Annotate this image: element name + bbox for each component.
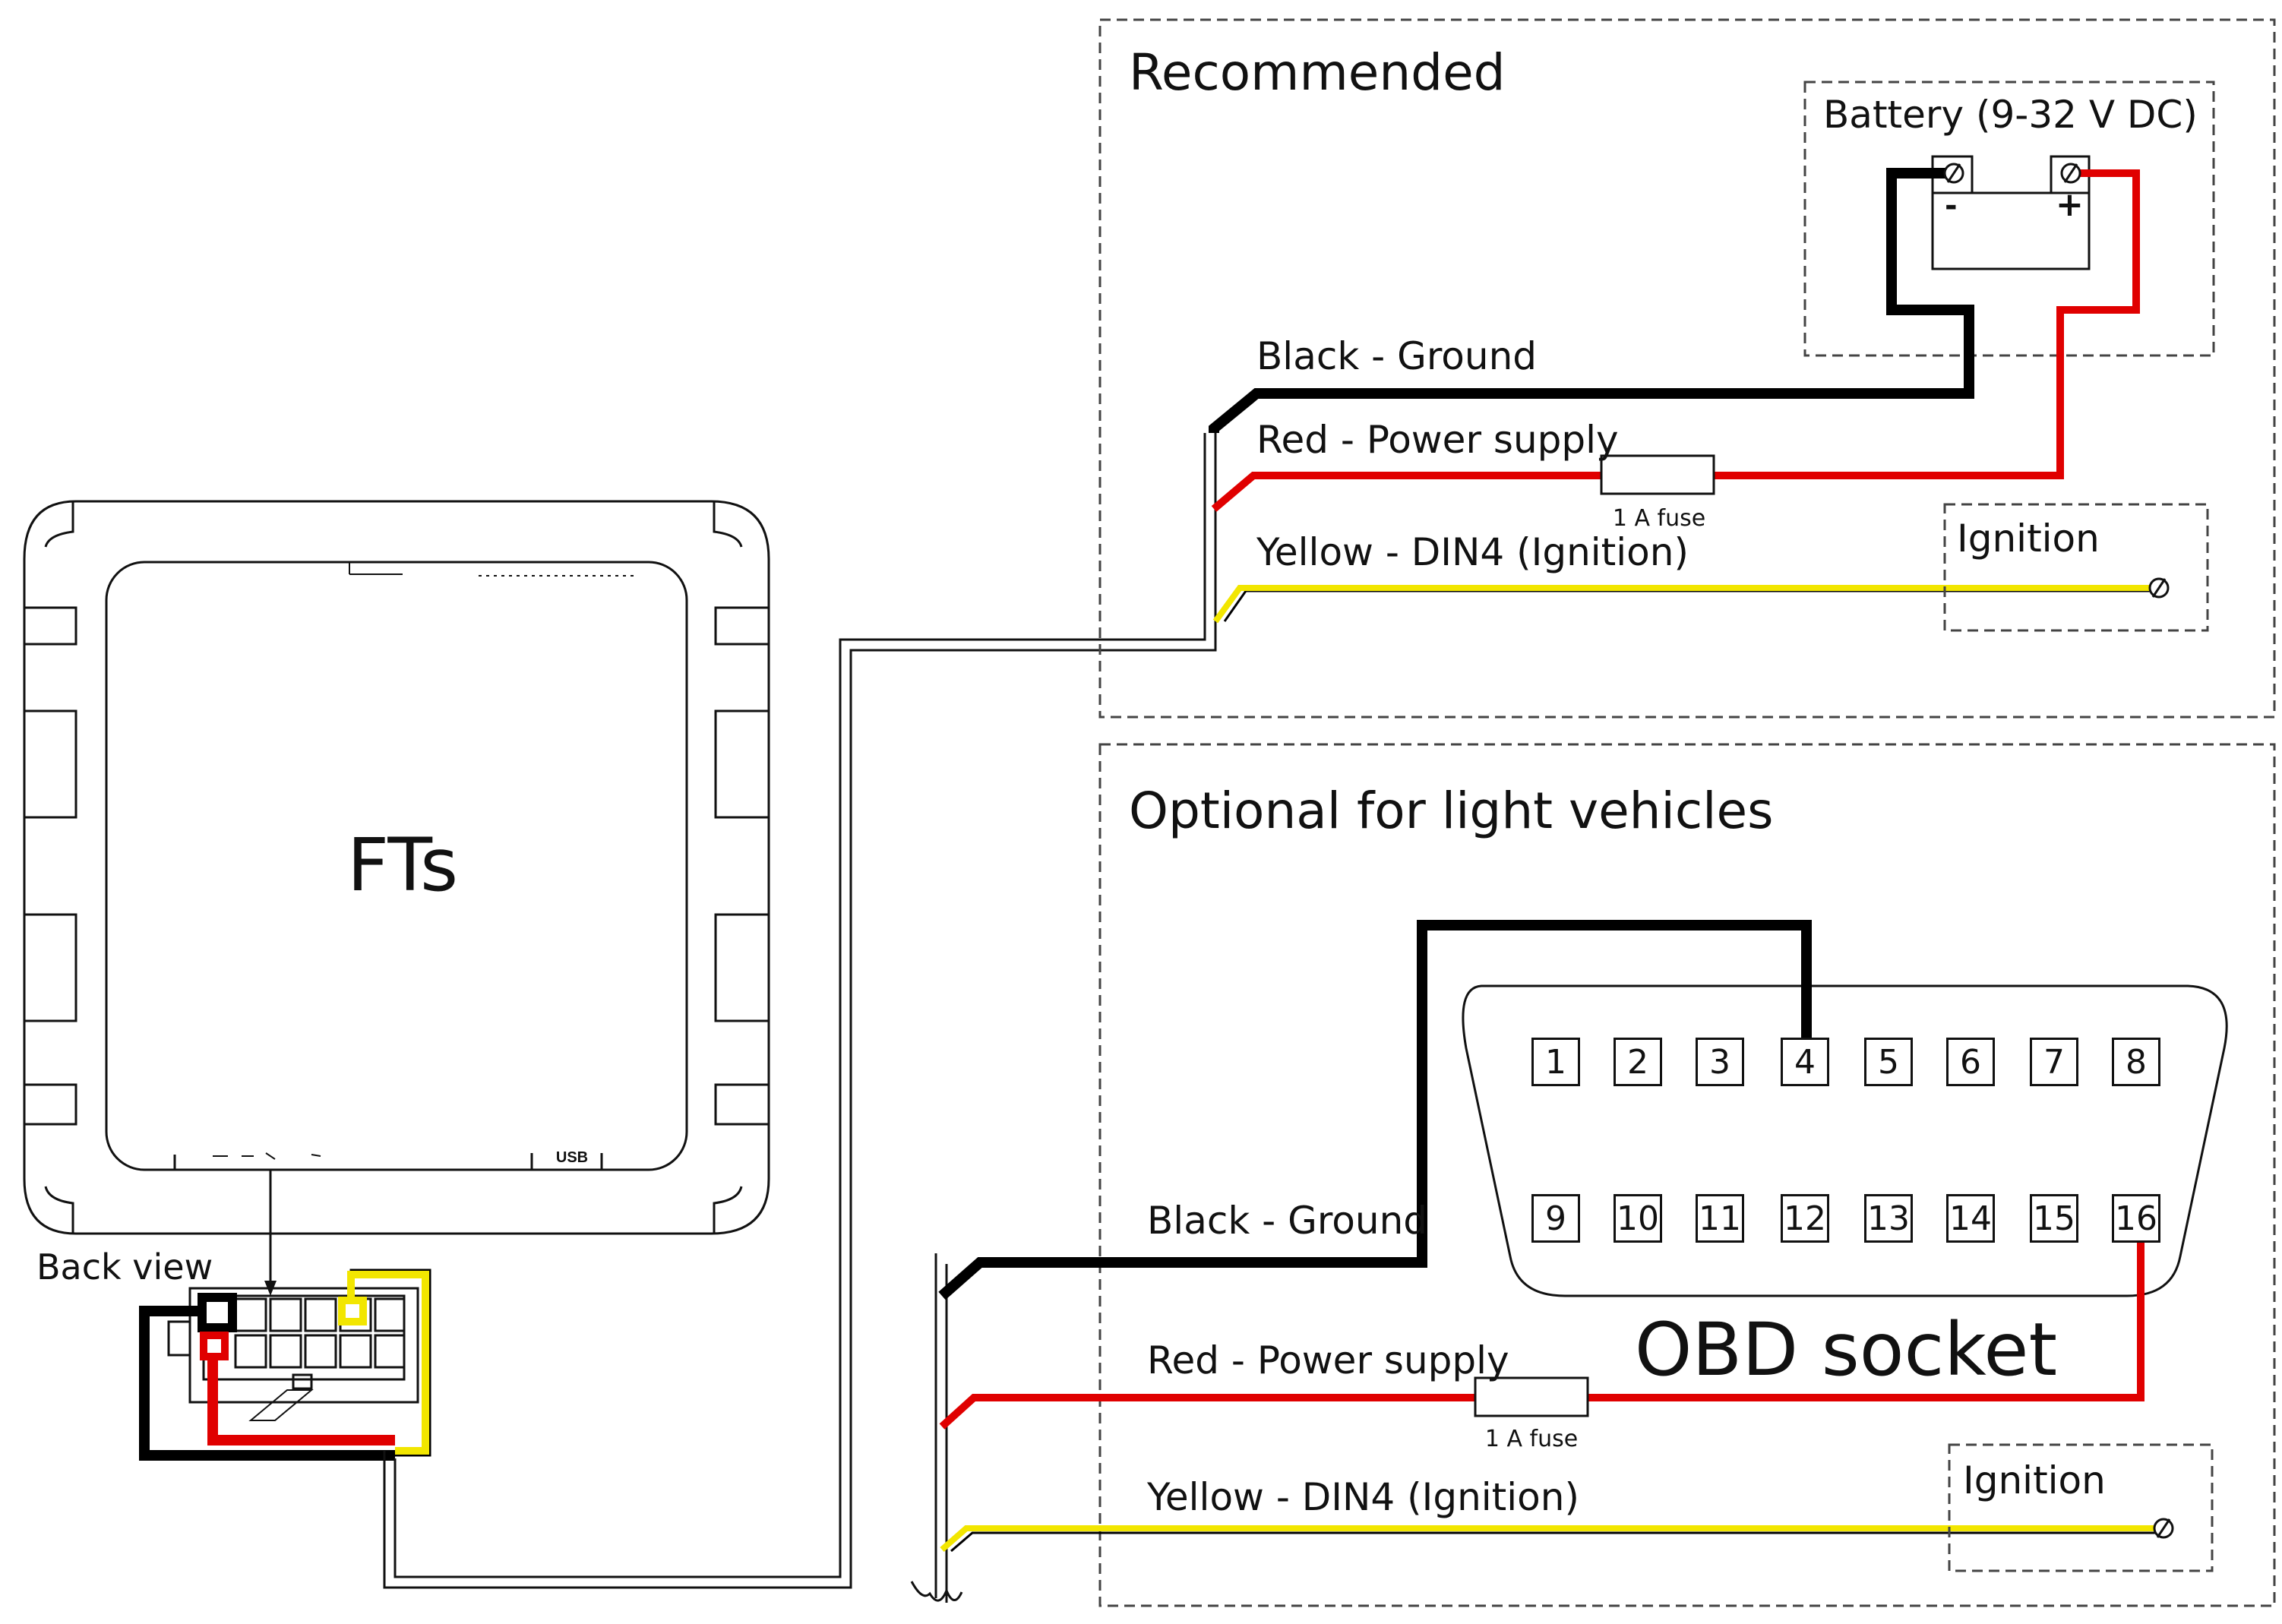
- obd-pin-5: 5: [1864, 1038, 1913, 1086]
- recommended-ignition-panel: [1943, 503, 2209, 632]
- recommended-red-label: Red - Power supply: [1256, 418, 1619, 462]
- obd-pin-11: 11: [1696, 1194, 1744, 1243]
- obd-pin-12: 12: [1781, 1194, 1829, 1243]
- optional-ignition-label: Ignition: [1963, 1458, 2106, 1502]
- recommended-fuse: [1600, 454, 1715, 495]
- optional-red-label: Red - Power supply: [1147, 1338, 1509, 1382]
- optional-ignition-wire: [940, 1525, 2167, 1553]
- obd-pin-13: 13: [1864, 1194, 1913, 1243]
- obd-pin-3: 3: [1696, 1038, 1744, 1086]
- recommended-panel: [1098, 18, 2276, 719]
- optional-ground-wire: [938, 920, 1812, 1300]
- recommended-fuse-label: 1 A fuse: [1613, 505, 1705, 532]
- optional-fuse: [1474, 1376, 1589, 1417]
- battery-plus: +: [2056, 185, 2084, 224]
- connector-black-wire: [139, 1306, 395, 1461]
- recommended-power-wire-b: [1714, 169, 2140, 479]
- obd-pin-4: 4: [1781, 1038, 1829, 1086]
- obd-pin-15: 15: [2030, 1194, 2078, 1243]
- recommended-ignition-wire: [1212, 585, 2157, 624]
- connector-red-wire: [207, 1349, 395, 1445]
- battery-label: Battery (9-32 V DC): [1823, 93, 2198, 137]
- obd-pin-1: 1: [1531, 1038, 1580, 1086]
- device-housing: [23, 500, 770, 1235]
- recommended-ignition-label: Ignition: [1957, 517, 2100, 561]
- recommended-black-label: Black - Ground: [1256, 334, 1537, 378]
- connector-yellow-wire: [347, 1271, 429, 1455]
- obd-pin-9: 9: [1531, 1194, 1580, 1243]
- back-view-label: Back view: [36, 1246, 213, 1288]
- obd-pin-16: 16: [2112, 1194, 2160, 1243]
- device-name: FTs: [347, 823, 458, 908]
- optional-power-wire-b: [1588, 1243, 2145, 1401]
- obd-pin-8: 8: [2112, 1038, 2160, 1086]
- optional-ignition-panel: [1948, 1443, 2214, 1572]
- obd-pin-14: 14: [1946, 1194, 1995, 1243]
- connector-pin-power: [200, 1332, 229, 1360]
- recommended-ground-wire: [1209, 168, 1974, 433]
- recommended-title: Recommended: [1129, 43, 1506, 102]
- obd-pin-6: 6: [1946, 1038, 1995, 1086]
- usb-port-label: USB: [556, 1149, 588, 1166]
- recommended-yellow-label: Yellow - DIN4 (Ignition): [1256, 530, 1689, 574]
- optional-power-wire-a: [939, 1394, 1475, 1430]
- optional-title: Optional for light vehicles: [1129, 782, 1773, 840]
- obd-socket-outline: [1462, 984, 2228, 1297]
- connector-pin-ignition: [338, 1297, 367, 1325]
- connector-pin-ground: [198, 1293, 237, 1332]
- main-cable: [383, 433, 1217, 1603]
- recommended-power-wire-a: [1211, 472, 1601, 512]
- obd-pin-2: 2: [1614, 1038, 1662, 1086]
- obd-pin-10: 10: [1614, 1194, 1662, 1243]
- battery-minus: -: [1945, 188, 1958, 223]
- obd-pin-7: 7: [2030, 1038, 2078, 1086]
- optional-panel: [1098, 743, 2276, 1607]
- optional-fuse-label: 1 A fuse: [1485, 1426, 1578, 1452]
- obd-socket-label: OBD socket: [1635, 1307, 2057, 1392]
- battery-panel: [1803, 81, 2215, 357]
- optional-black-label: Black - Ground: [1147, 1199, 1427, 1243]
- optional-yellow-label: Yellow - DIN4 (Ignition): [1146, 1475, 1579, 1519]
